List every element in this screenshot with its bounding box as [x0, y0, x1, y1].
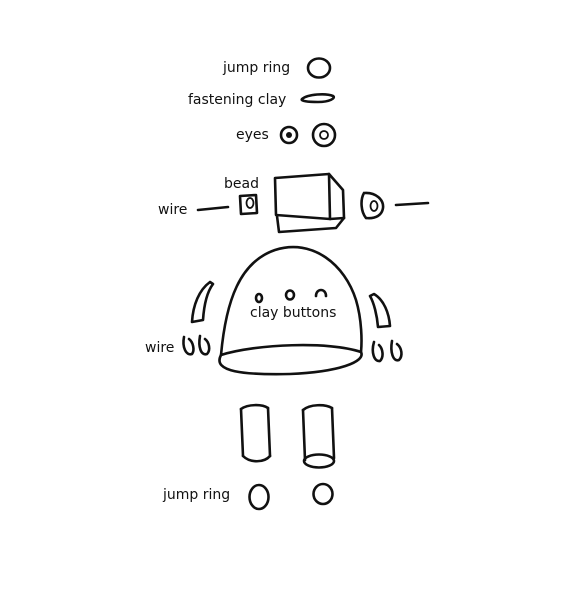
- hand-wire-right: [371, 339, 403, 363]
- bottom-jump-ring-right: [312, 482, 334, 506]
- clay-button-2: [284, 289, 296, 301]
- hand-wire-left: [182, 334, 211, 356]
- clay-button-3: [314, 288, 328, 298]
- label-wire-head: wire: [158, 202, 188, 218]
- eye-left: [279, 125, 299, 145]
- eye-right: [311, 122, 337, 148]
- wire-right: [394, 201, 430, 207]
- label-clay-buttons: clay buttons: [250, 305, 337, 321]
- label-bead: bead: [224, 176, 259, 192]
- label-jump-ring-bottom: jump ring: [163, 487, 231, 503]
- robot-head: [273, 172, 346, 234]
- label-jump-ring-top: jump ring: [223, 60, 291, 76]
- leg-left: [239, 403, 272, 463]
- leg-right: [301, 403, 336, 469]
- arm-right: [368, 292, 392, 329]
- bottom-jump-ring-left: [248, 483, 270, 511]
- bead-left: [238, 193, 259, 216]
- arm-left: [190, 280, 215, 324]
- clay-button-1: [254, 292, 264, 304]
- label-fastening-clay: fastening clay: [188, 92, 287, 108]
- top-jump-ring: [306, 57, 332, 79]
- label-wire-arms: wire: [145, 340, 175, 356]
- robot-body: [218, 245, 363, 376]
- wire-left: [196, 205, 230, 212]
- bead-right: [360, 191, 385, 220]
- fastening-clay: [300, 93, 336, 104]
- label-eyes: eyes: [236, 127, 269, 143]
